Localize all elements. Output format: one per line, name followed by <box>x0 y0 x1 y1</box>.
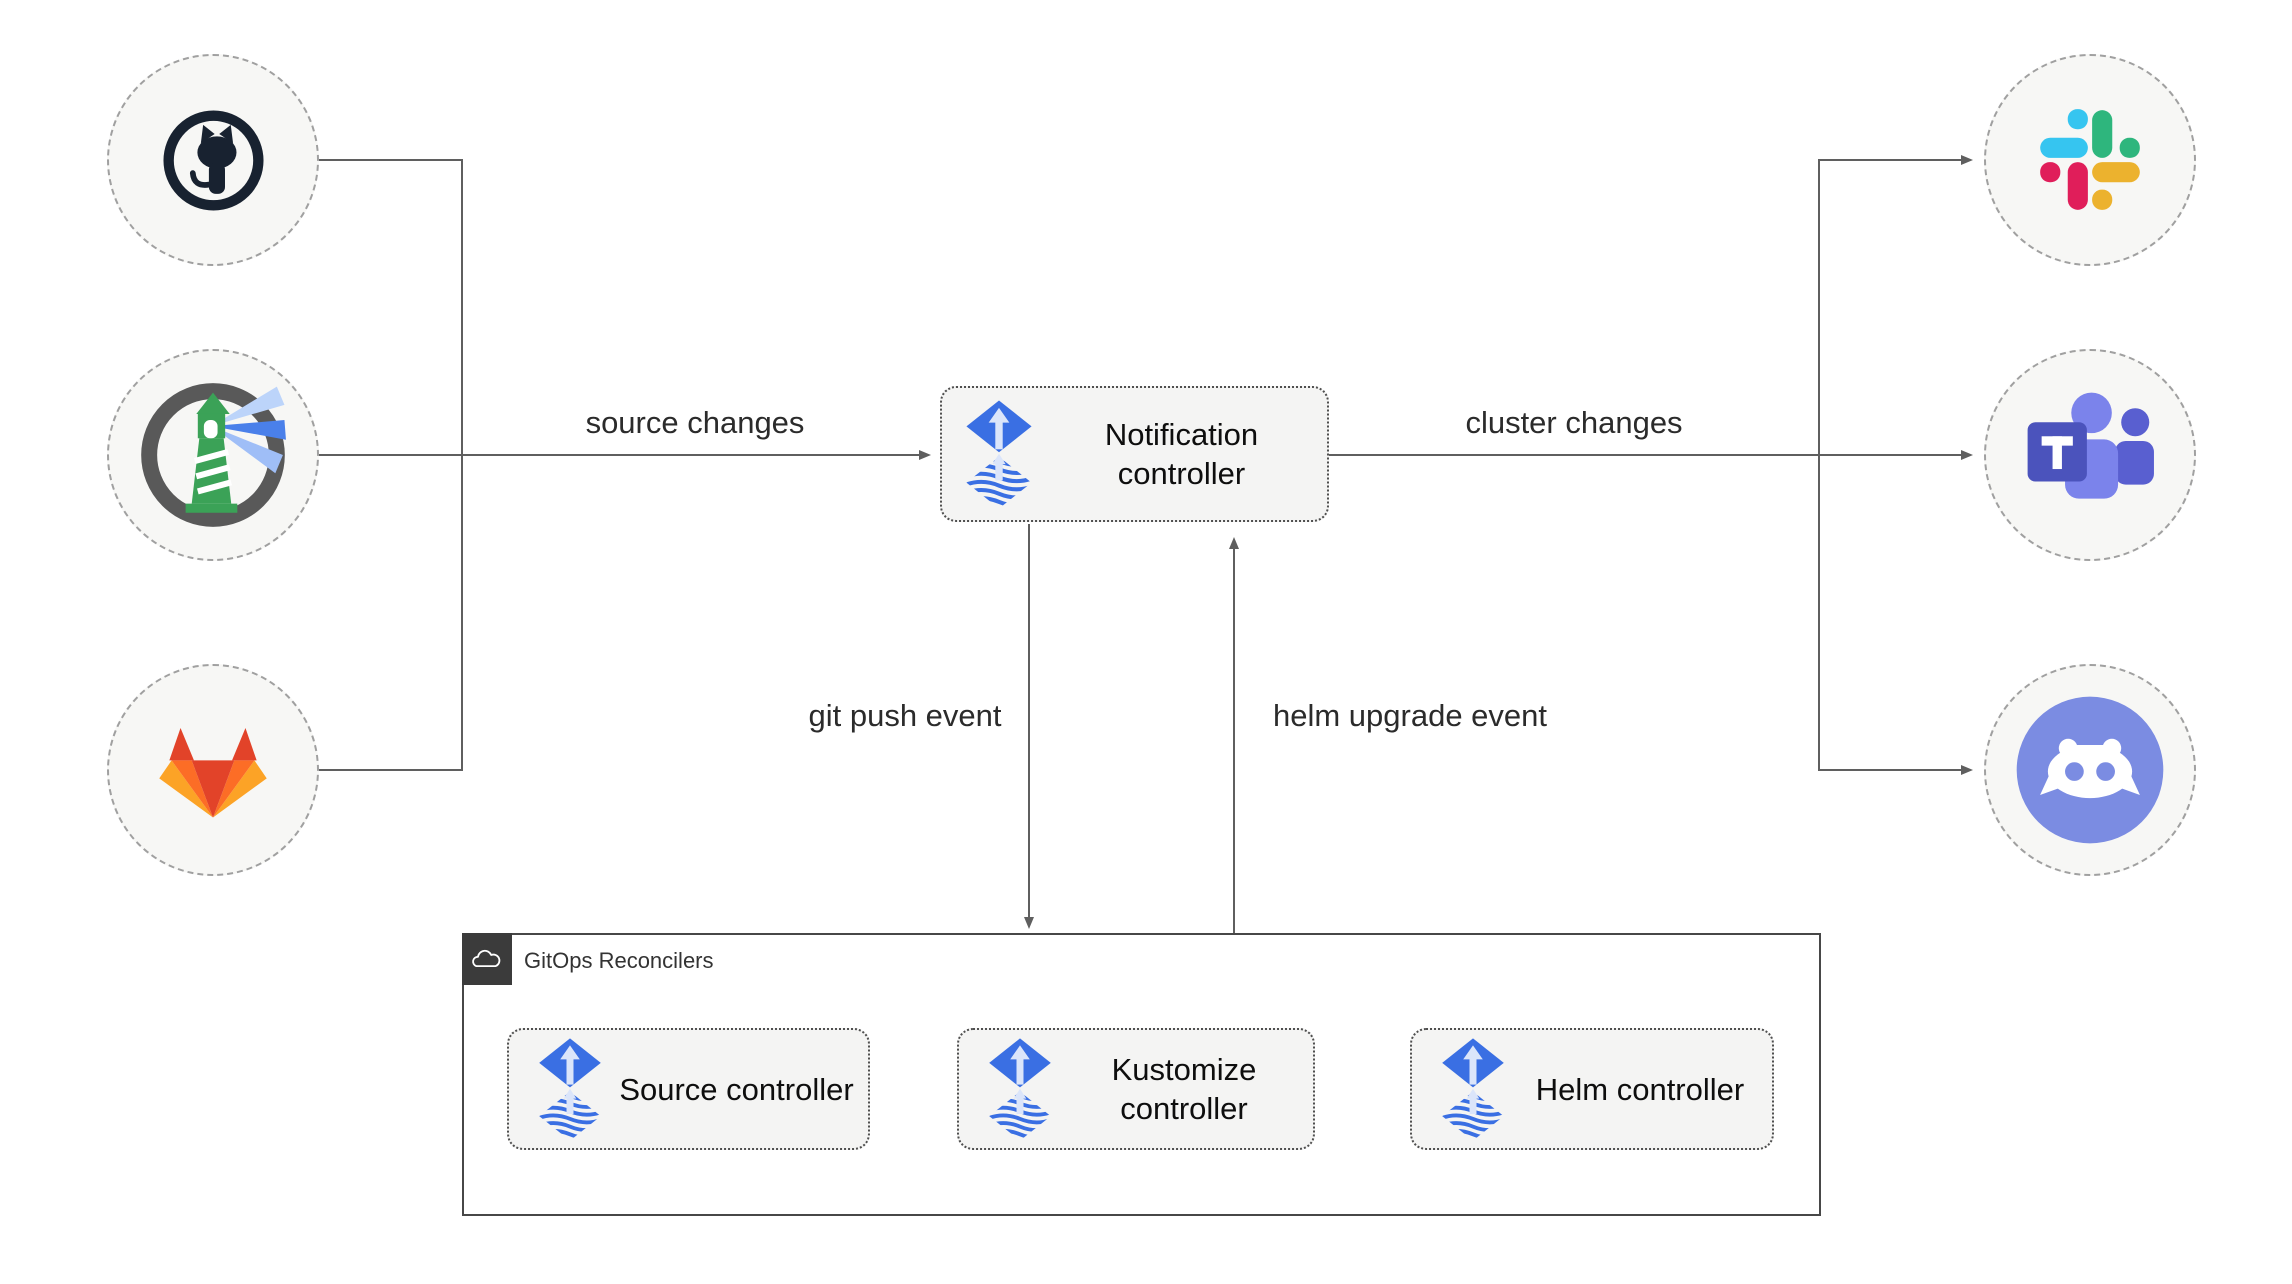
target-circle-discord <box>1984 664 2196 876</box>
target-circle-teams <box>1984 349 2196 561</box>
flux-icon <box>1438 1037 1508 1142</box>
microsoft-teams-icon <box>2012 377 2168 533</box>
cloud-icon <box>469 946 505 973</box>
gitlab-icon <box>157 719 269 822</box>
edge-label-source-changes: source changes <box>585 405 805 440</box>
source-circle-gitlab <box>107 664 319 876</box>
target-circle-slack <box>1984 54 2196 266</box>
harbor-icon <box>137 379 289 531</box>
edge-label-helm-upgrade-event: helm upgrade event <box>1272 698 1548 733</box>
node-label: Kustomize controller <box>1111 1052 1257 1126</box>
flux-icon <box>962 399 1036 510</box>
node-label: Notification controller <box>1104 417 1259 491</box>
node-helm-controller: Helm controller <box>1410 1028 1774 1150</box>
node-kustomize-controller: Kustomize controller <box>957 1028 1315 1150</box>
flux-icon <box>535 1037 605 1142</box>
slack-icon <box>2037 107 2143 213</box>
node-label: Source controller <box>619 1071 854 1107</box>
group-badge <box>462 933 512 985</box>
flux-icon <box>985 1037 1055 1142</box>
node-notification-controller: Notification controller <box>940 386 1329 522</box>
source-circle-github <box>107 54 319 266</box>
group-title: GitOps Reconcilers <box>524 948 714 973</box>
node-label: Helm controller <box>1535 1071 1745 1107</box>
edge-label-cluster-changes: cluster changes <box>1465 405 1683 440</box>
source-circle-harbor <box>107 349 319 561</box>
discord-icon <box>2012 692 2168 848</box>
edge-label-git-push-event: git push event <box>808 698 1002 733</box>
github-icon <box>156 103 271 218</box>
node-source-controller: Source controller <box>507 1028 870 1150</box>
